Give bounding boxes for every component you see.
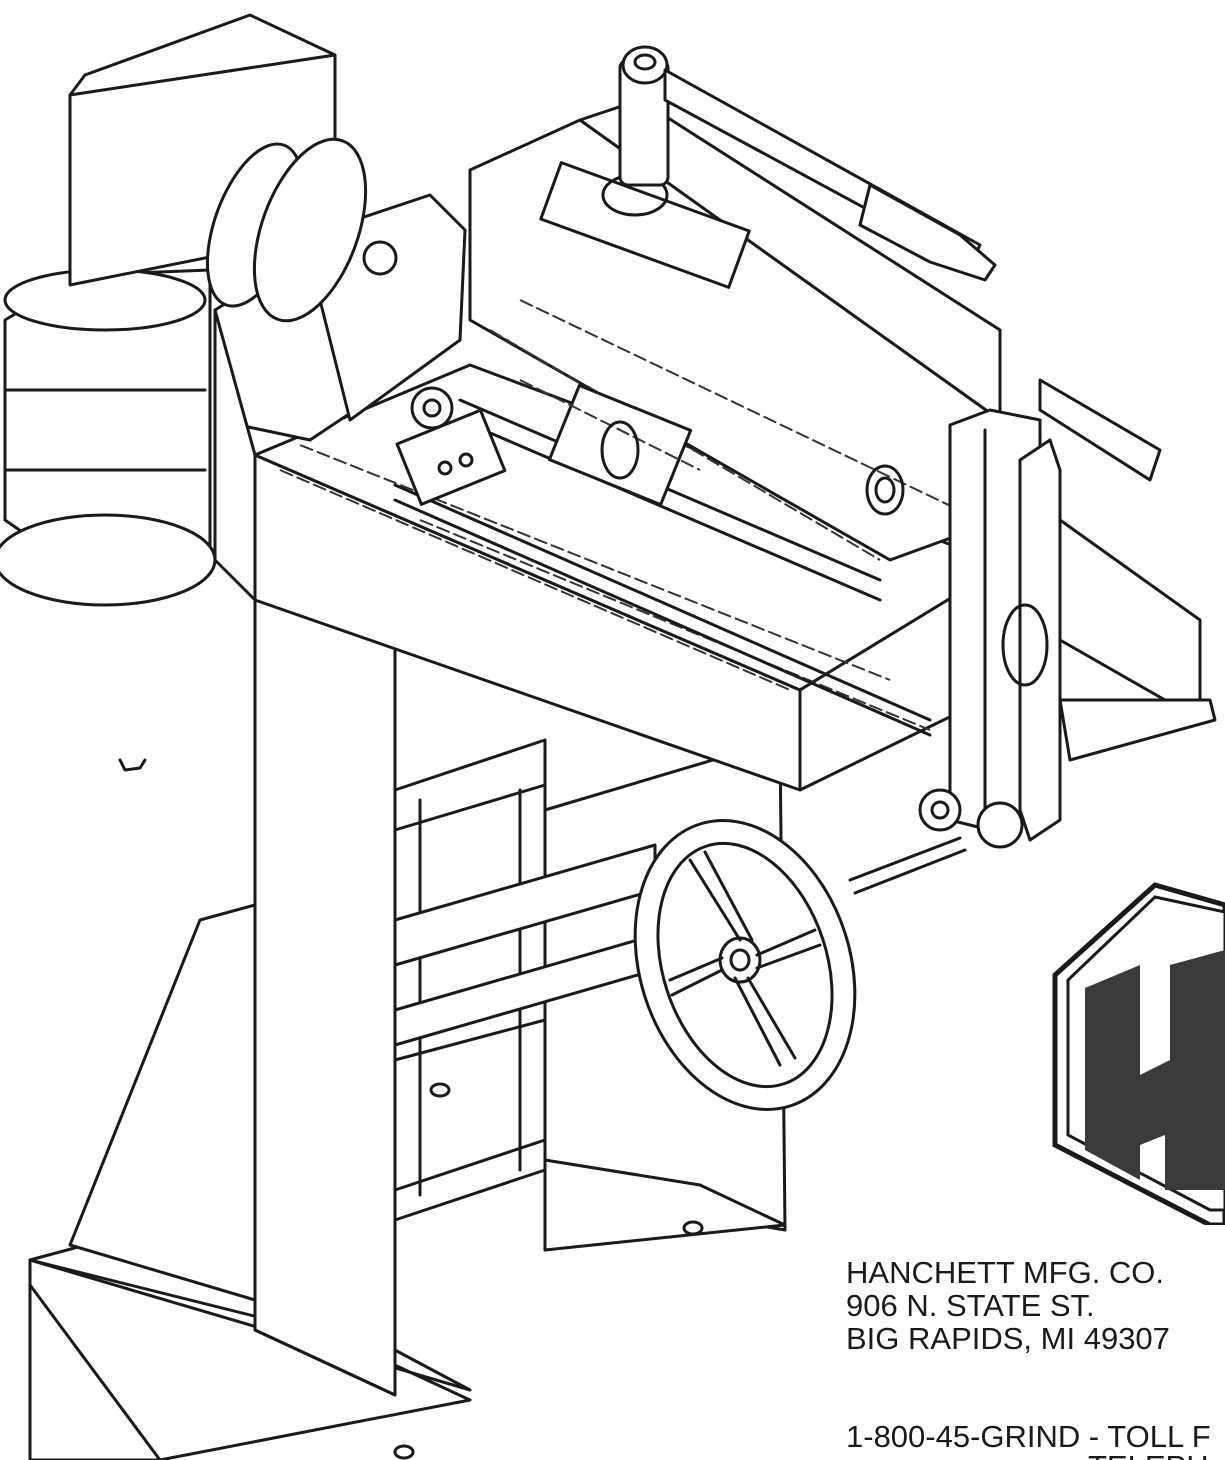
company-phone: 1-800-45-GRIND - TOLL F xyxy=(846,1419,1211,1454)
company-city-state-zip: BIG RAPIDS, MI 49307 xyxy=(846,1321,1170,1356)
company-phone-2: TELEPH xyxy=(1088,1450,1209,1460)
company-address-block: HANCHETT MFG. CO. 906 N. STATE ST. BIG R… xyxy=(846,1256,1170,1355)
company-name: HANCHETT MFG. CO. xyxy=(846,1255,1165,1290)
company-street: 906 N. STATE ST. xyxy=(846,1288,1095,1323)
hanchett-h-logo-icon xyxy=(1052,882,1225,1225)
